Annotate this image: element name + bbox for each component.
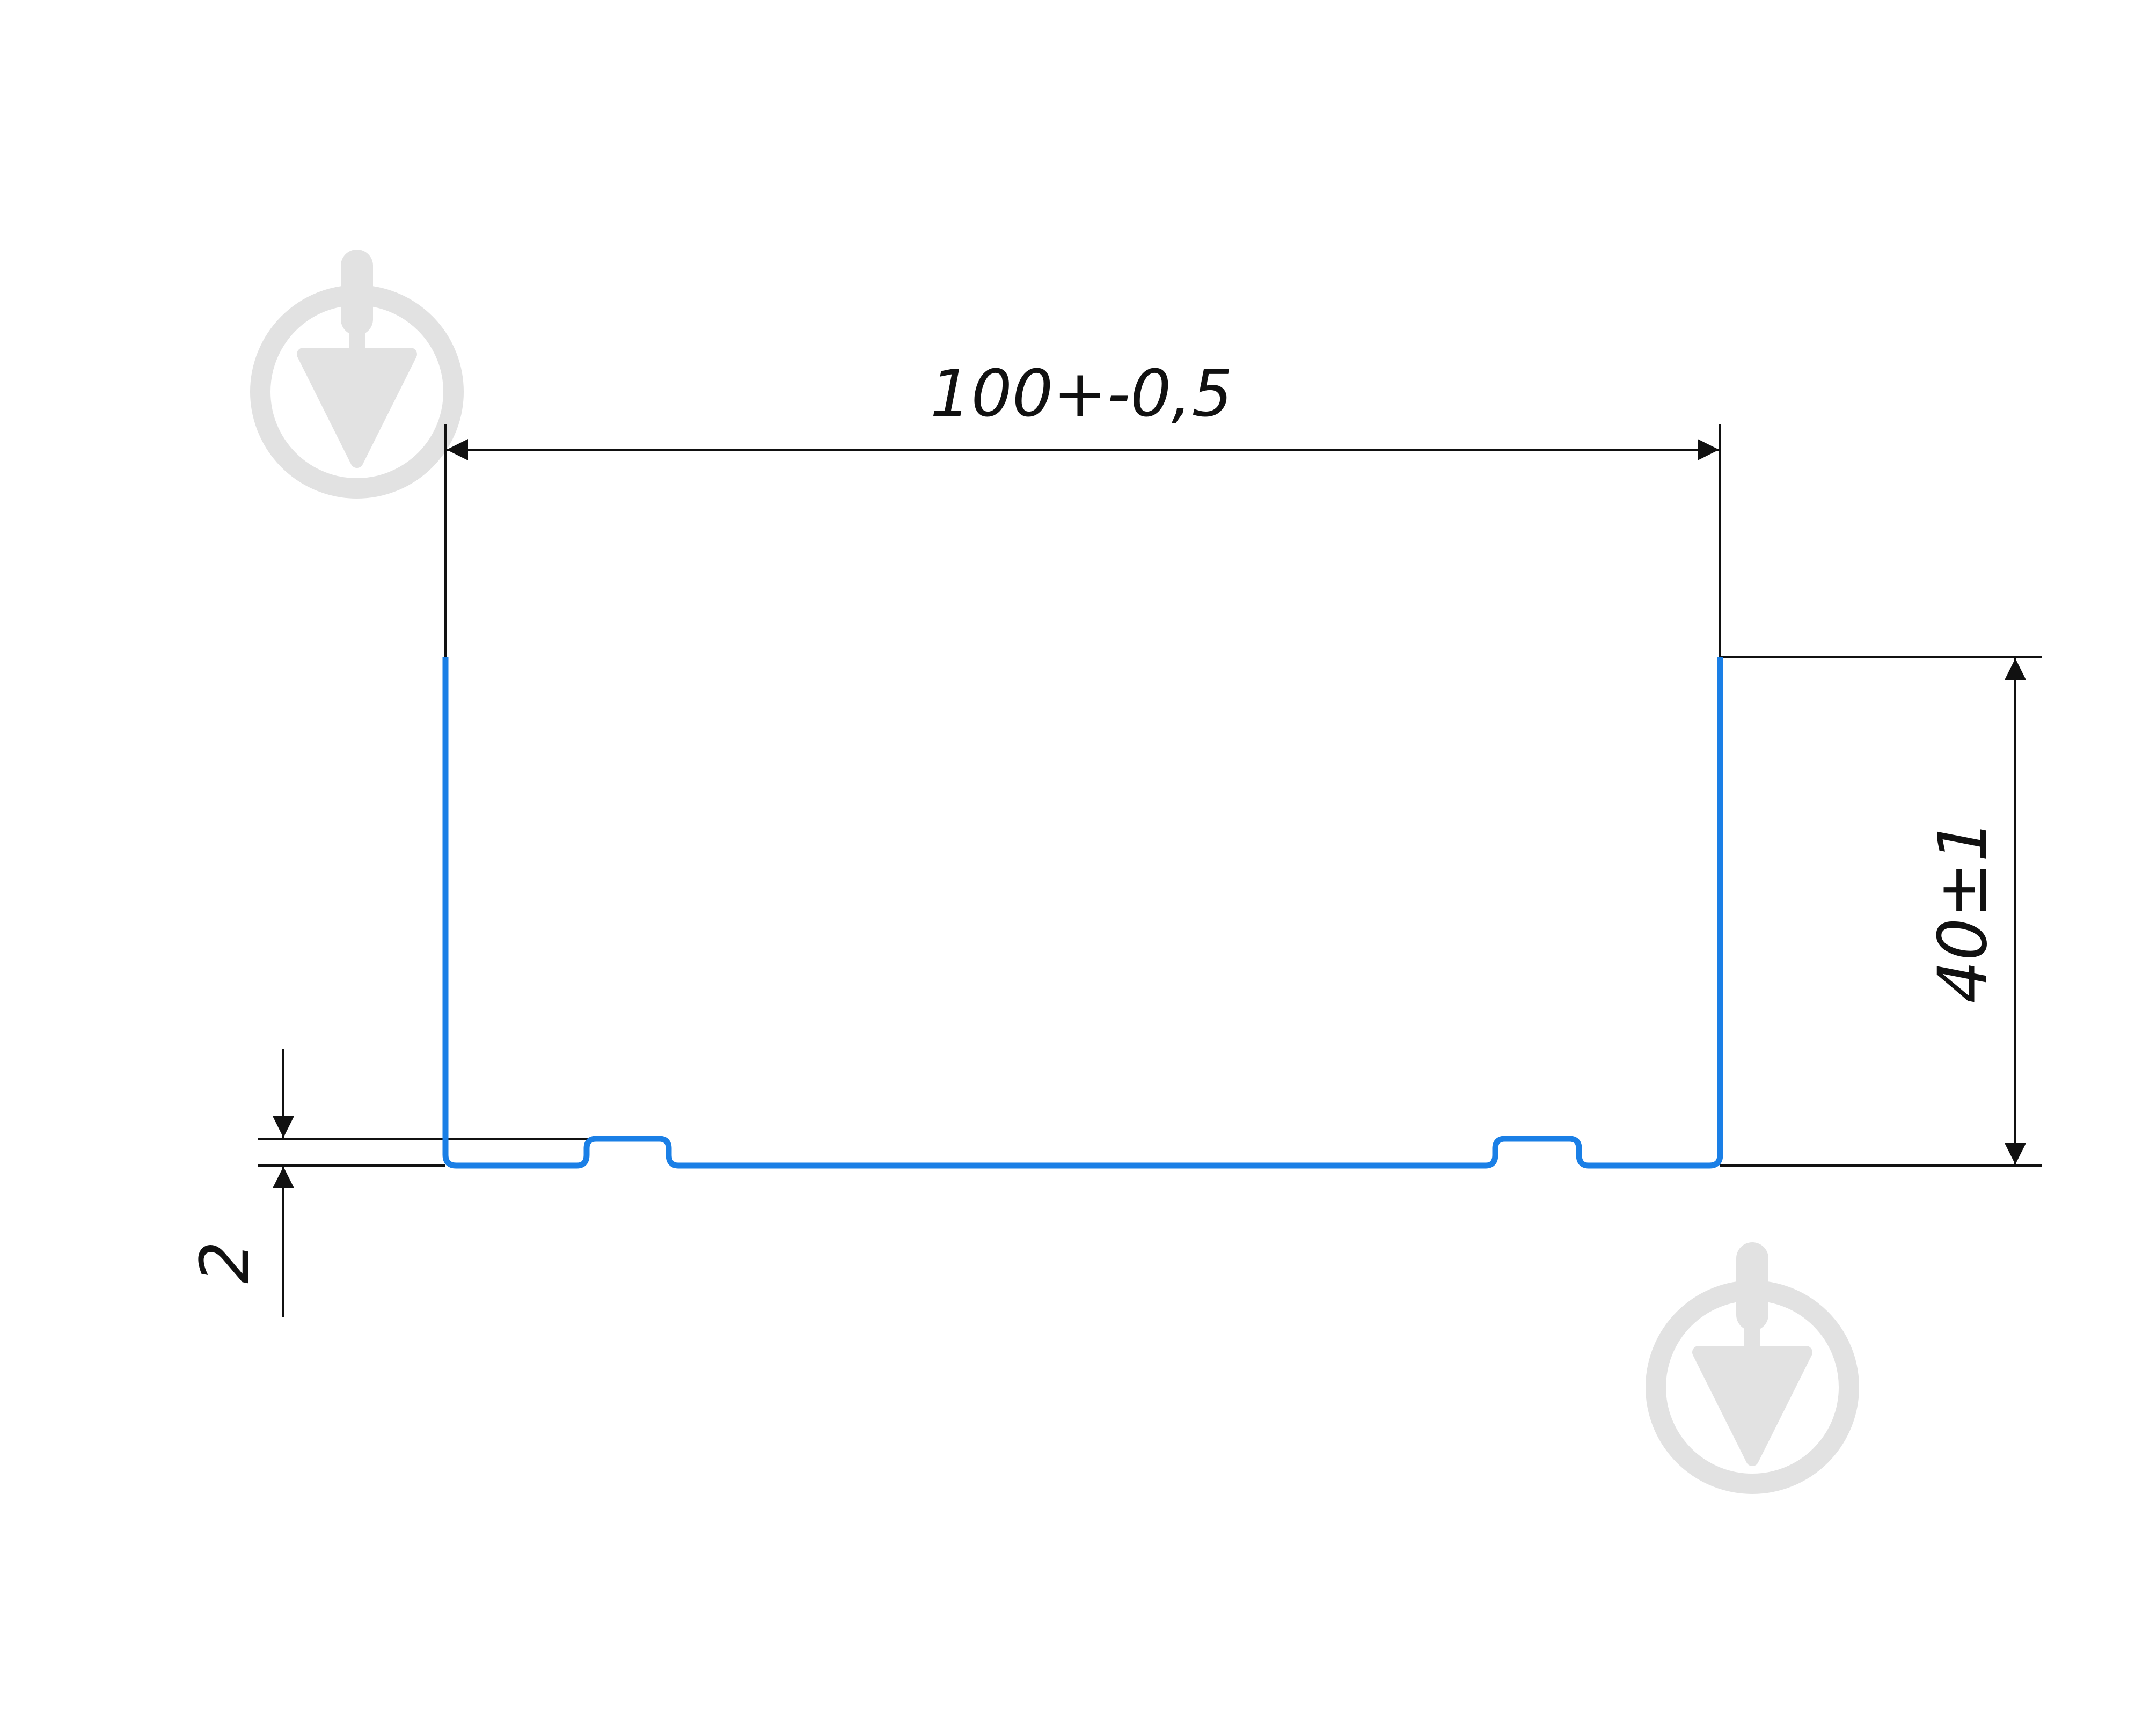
height-dimension-label: 40±1: [1924, 819, 2002, 1003]
thickness-dimension-label: 2: [186, 1241, 264, 1284]
width-dimension-label: 100+-0,5: [930, 357, 1233, 431]
map-pin-arrow-down-icon: [250, 250, 464, 499]
extension-lines: [258, 424, 2042, 1167]
map-pin-arrow-down-icon: [1646, 1242, 1859, 1494]
profile-outline: [442, 657, 1723, 1169]
